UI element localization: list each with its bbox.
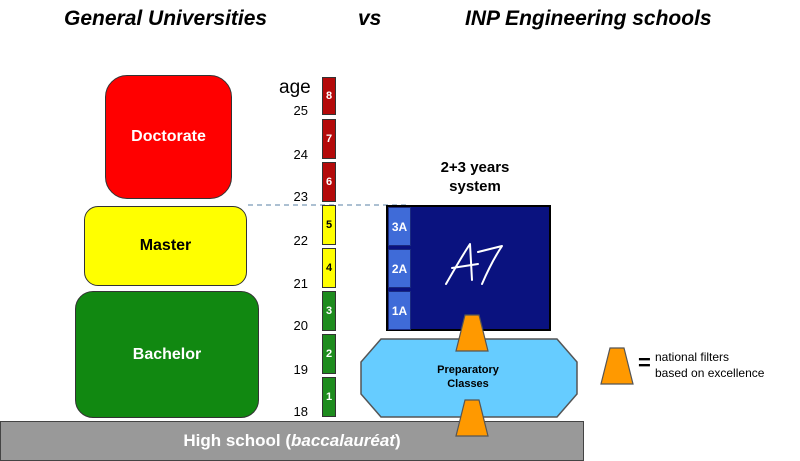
age-label: 23 — [293, 189, 308, 204]
legend-text-line1: national filters — [655, 350, 730, 364]
inp-year-2a: 2A — [388, 249, 411, 288]
high-school-label-suffix: ) — [394, 431, 401, 450]
left-title: General Universities — [64, 7, 268, 30]
preparatory-label: Preparatory Classes — [437, 364, 499, 390]
year-block-2: 2 — [322, 334, 336, 374]
right-title: INP Engineering schools — [465, 7, 712, 30]
legend-text-line2: based on excellence — [655, 366, 765, 380]
inp-year-3a: 3A — [388, 207, 411, 246]
legend-equals: = — [638, 350, 651, 375]
inp-year-1a: 1A — [388, 291, 411, 330]
year-block-7: 7 — [322, 119, 336, 159]
filter-icon — [455, 314, 489, 352]
age-label: 18 — [293, 404, 308, 419]
filter-icon — [455, 399, 489, 437]
bachelor-block: Bachelor — [75, 291, 259, 418]
a7-logo — [445, 243, 503, 285]
year-block-5: 5 — [322, 205, 336, 245]
legend-filter-icon — [600, 347, 634, 385]
year-block-6: 6 — [322, 162, 336, 202]
age-label: 24 — [293, 147, 308, 162]
preparatory-octagon — [360, 338, 578, 418]
system-title: 2+3 years system — [440, 159, 510, 195]
high-school-bar: High school (baccalauréat) — [0, 421, 584, 461]
age-label: 22 — [293, 233, 308, 248]
age-label: 19 — [293, 362, 308, 377]
doctorate-block: Doctorate — [105, 75, 232, 199]
age-label: 21 — [293, 276, 308, 291]
year-block-3: 3 — [322, 291, 336, 331]
high-school-label-prefix: High school ( — [183, 431, 292, 450]
age-label: 20 — [293, 318, 308, 333]
year-block-1: 1 — [322, 377, 336, 417]
age-label: 25 — [293, 103, 308, 118]
age-title: age — [279, 77, 311, 98]
high-school-label-italic: baccalauréat — [291, 431, 395, 450]
vs-label: vs — [358, 7, 382, 30]
master-block: Master — [84, 206, 247, 286]
year-block-8: 8 — [322, 77, 336, 115]
year-block-4: 4 — [322, 248, 336, 288]
